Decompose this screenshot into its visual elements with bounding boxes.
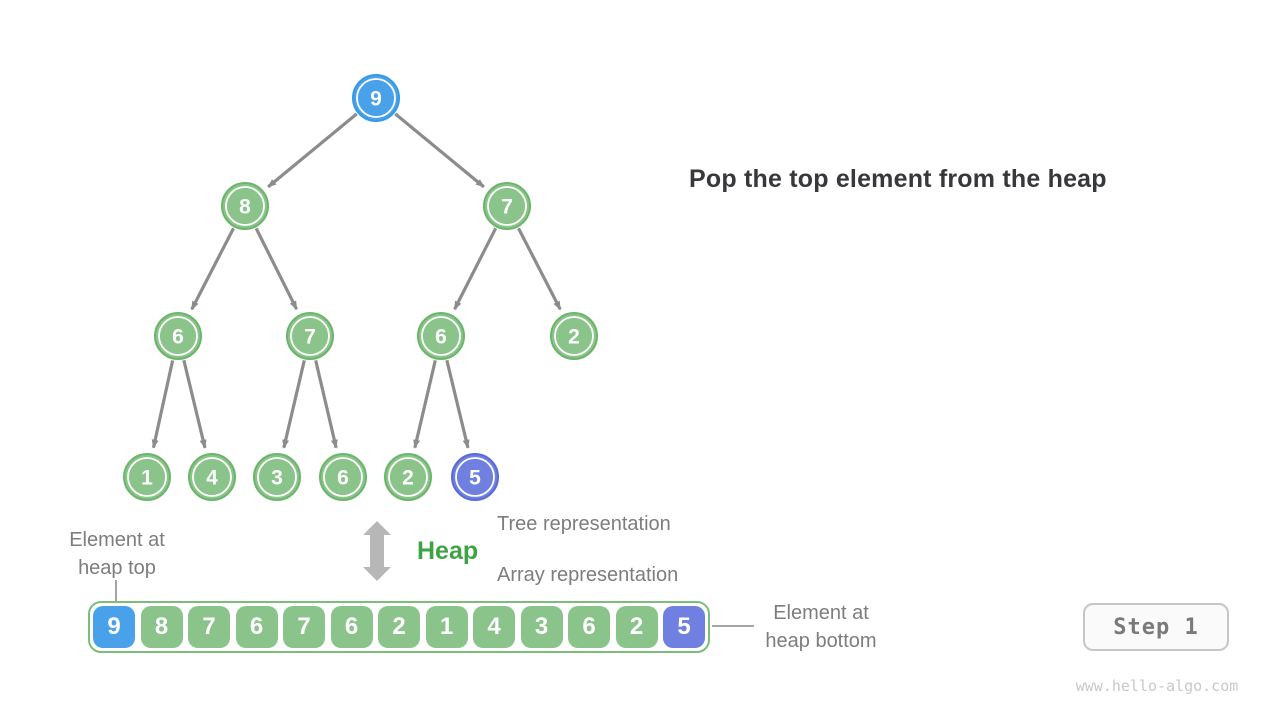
watermark-url: www.hello-algo.com [1075,677,1239,695]
element-at-heap-bottom-line2: heap bottom [765,630,877,652]
tree-edge [445,359,470,449]
tree-node: 1 [123,453,171,501]
heap-label: Heap [417,537,479,565]
tree-node: 6 [417,312,465,360]
element-at-heap-bottom-line1: Element at [773,602,869,624]
caption-title: Pop the top element from the heap [689,165,1107,193]
heap-bottom-connector-line [712,625,754,627]
tree-edge [254,227,299,311]
tree-edge [151,360,175,449]
tree-node: 7 [286,312,334,360]
array-cell: 6 [235,606,278,648]
tree-node: 6 [154,312,202,360]
tree-edge [314,359,338,449]
array-cell: 8 [140,606,183,648]
step-badge[interactable]: Step 1 [1083,603,1229,651]
array-cell: 6 [568,606,610,648]
svg-text:1: 1 [141,467,153,490]
tree-edge [267,112,358,189]
tree-representation-label: Tree representation [497,513,671,535]
svg-text:8: 8 [239,196,251,219]
svg-text:9: 9 [370,88,382,111]
tree-edge [394,112,485,189]
tree-edge [453,227,498,311]
svg-text:5: 5 [469,467,481,490]
svg-text:6: 6 [435,326,447,349]
tree-node: 9 [352,74,400,122]
svg-text:6: 6 [337,467,349,490]
tree-edge [282,359,306,449]
array-cell: 7 [283,606,325,648]
svg-text:3: 3 [271,467,283,490]
tree-node: 2 [550,312,598,360]
tree-node: 3 [253,453,301,501]
tree-node: 5 [451,453,499,501]
heap-tree-diagram: 9 8 7 6 7 6 2 1 4 3 6 2 5 [123,74,598,501]
tree-node: 6 [319,453,367,501]
tree-node: 4 [188,453,236,501]
svg-text:2: 2 [402,467,414,490]
svg-text:2: 2 [568,326,580,349]
array-representation-label: Array representation [497,564,679,586]
svg-text:7: 7 [501,196,513,219]
up-down-arrow-icon [363,521,391,581]
element-at-heap-top-label: Element at heap top [36,526,198,582]
array-cell: 4 [473,606,515,648]
tree-node: 7 [483,182,531,230]
array-cell: 7 [188,606,230,648]
array-cell: 1 [425,606,468,648]
array-cell: 2 [378,606,420,648]
svg-text:4: 4 [206,467,218,490]
svg-text:6: 6 [172,326,184,349]
tree-edge [413,359,437,449]
array-cell: 5 [663,606,705,648]
array-cell: 2 [615,606,658,648]
svg-text:7: 7 [304,326,316,349]
tree-node: 8 [221,182,269,230]
element-at-heap-top-line1: Element at [69,529,165,551]
array-cell: 9 [93,606,135,648]
heap-top-connector-line [115,580,117,602]
tree-edge [190,227,235,311]
array-cell: 3 [520,606,563,648]
element-at-heap-bottom-label: Element at heap bottom [741,599,901,655]
array-cell: 6 [330,606,373,648]
tree-node: 2 [384,453,432,501]
element-at-heap-top-line2: heap top [78,557,156,579]
tree-edge [182,359,207,449]
tree-edge [517,227,562,311]
